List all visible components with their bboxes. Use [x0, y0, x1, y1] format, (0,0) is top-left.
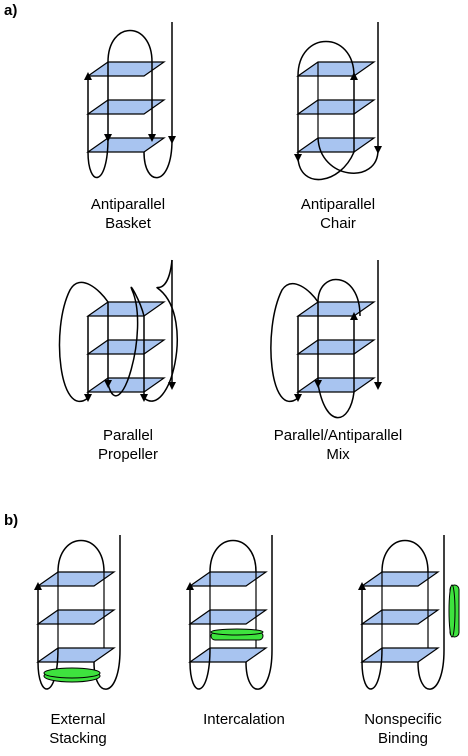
loop — [317, 278, 361, 317]
quadruplex-antiparallel-basket — [84, 22, 176, 179]
caption-external-stacking: External Stacking — [0, 710, 163, 748]
tetrad-plate — [188, 571, 268, 587]
caption-line: Stacking — [49, 730, 107, 747]
loop — [37, 647, 59, 690]
loop — [107, 29, 153, 63]
tetrad-plate — [296, 377, 376, 393]
caption-line: Basket — [105, 215, 151, 232]
panel-b-label: b) — [4, 512, 19, 529]
tetrad-plate — [296, 61, 376, 77]
panel-a-label: a) — [4, 2, 18, 19]
caption-line: Parallel/Antiparallel — [273, 427, 403, 444]
caption-line: Intercalation — [203, 711, 285, 728]
caption-line: Antiparallel — [90, 196, 166, 213]
ligand — [43, 667, 101, 683]
caption-intercalation: Intercalation — [159, 710, 329, 729]
caption-antiparallel-basket: Antiparallel Basket — [43, 195, 213, 233]
loop — [58, 281, 109, 402]
quadruplex-antiparallel-chair — [294, 22, 382, 181]
loop — [270, 283, 319, 402]
loop — [107, 286, 145, 397]
loop — [317, 383, 355, 419]
loop — [297, 40, 355, 77]
loop — [143, 259, 178, 402]
tetrad-plate — [296, 99, 376, 115]
quadruplex-external-stacking — [34, 535, 121, 690]
tetrad-plate — [360, 571, 440, 587]
loop — [245, 649, 273, 690]
caption-line: External — [50, 711, 106, 728]
tetrad-plate — [36, 609, 116, 625]
loop — [361, 647, 383, 690]
loop — [381, 539, 429, 573]
caption-line: Chair — [320, 215, 356, 232]
loop — [57, 539, 105, 573]
quadruplex-nonspecific-binding — [358, 535, 460, 690]
caption-line: Parallel — [102, 427, 154, 444]
caption-antiparallel-chair: Antiparallel Chair — [253, 195, 423, 233]
tetrad-plate — [86, 339, 166, 355]
loop — [417, 649, 445, 690]
caption-nonspecific-binding: Nonspecific Binding — [318, 710, 468, 748]
caption-line: Propeller — [97, 446, 159, 463]
tetrad-plate — [36, 647, 116, 663]
tetrad-plate — [296, 339, 376, 355]
tetrad-plate — [360, 609, 440, 625]
quadruplex-mixed — [270, 260, 382, 419]
caption-mixed: Parallel/Antiparallel Mix — [253, 426, 423, 464]
caption-line: Binding — [377, 730, 429, 747]
tetrad-plate — [188, 647, 268, 663]
loop — [87, 137, 109, 179]
caption-parallel-propeller: Parallel Propeller — [43, 426, 213, 464]
caption-line: Nonspecific — [364, 711, 442, 728]
tetrad-plate — [86, 137, 166, 153]
tetrad-plate — [36, 571, 116, 587]
loop — [297, 151, 355, 181]
tetrad-plate — [360, 647, 440, 663]
caption-line: Mix — [326, 446, 350, 463]
loop — [317, 137, 379, 174]
quadruplex-parallel-propeller — [58, 259, 178, 402]
loop — [143, 139, 173, 179]
caption-line: Antiparallel — [300, 196, 376, 213]
loop — [209, 539, 257, 573]
tetrad-plate — [188, 609, 268, 625]
tetrad-plate — [296, 137, 376, 153]
tetrad-plate — [86, 99, 166, 115]
loop — [189, 647, 211, 690]
quadruplex-intercalation — [186, 535, 273, 690]
tetrad-plate — [86, 61, 166, 77]
ligand — [448, 584, 460, 638]
ligand — [210, 628, 264, 641]
tetrad-plate — [296, 301, 376, 317]
tetrad-plate — [86, 301, 166, 317]
